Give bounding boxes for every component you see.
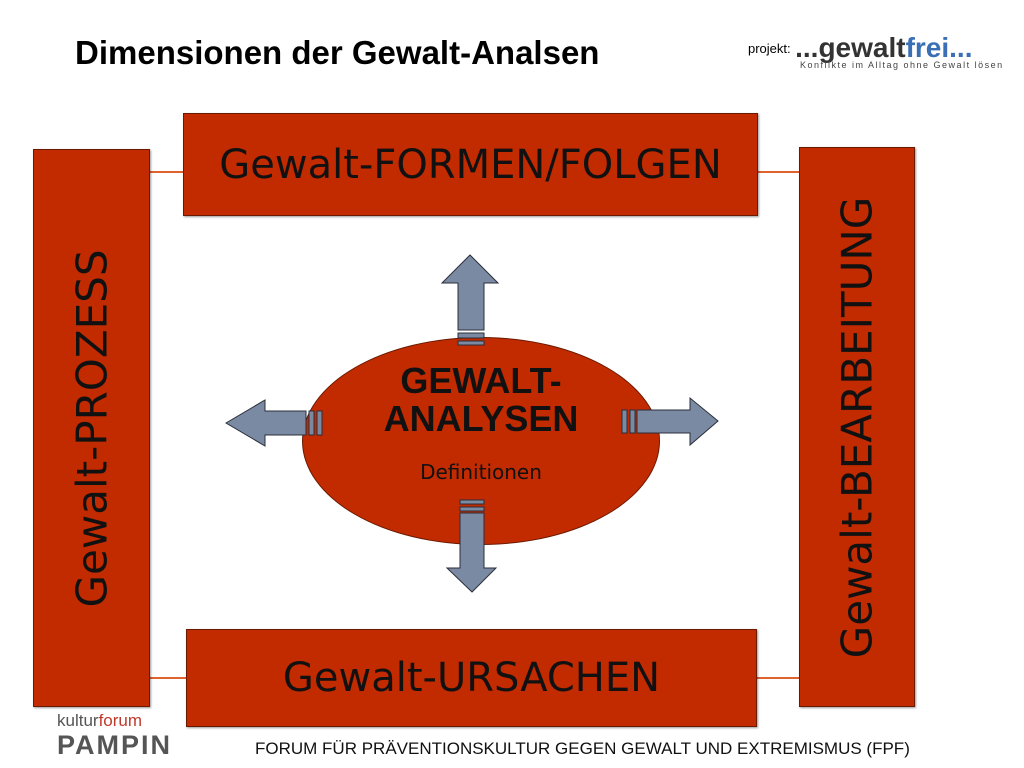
arrow-bar (459, 499, 485, 505)
arrow-bar (457, 332, 485, 339)
logo-word-gewalt: gewalt (818, 32, 906, 63)
arrow-bar (629, 409, 636, 434)
logo-tagline: Konflikte im Alltag ohne Gewalt lösen (800, 60, 1004, 70)
kulturforum-pampin-logo: kulturforum PAMPIN (57, 711, 173, 761)
logo-word-frei: frei (905, 32, 950, 63)
arrow-bar (316, 410, 323, 436)
box-label: Gewalt-FORMEN/FOLGEN (219, 141, 722, 188)
arrow-down-icon (445, 512, 498, 593)
logo-dots: ... (795, 32, 819, 63)
footer-text: FORUM FÜR PRÄVENTIONSKULTUR GEGEN GEWALT… (255, 739, 910, 758)
arrow-left-icon (225, 399, 307, 447)
box-formen-folgen: Gewalt-FORMEN/FOLGEN (183, 113, 758, 216)
box-label: Gewalt-URSACHEN (282, 655, 661, 701)
arrow-bar (457, 340, 485, 346)
logo-dots-end: ... (949, 32, 973, 63)
gewaltfrei-logo: projekt: ...gewaltfrei... Konflikte im A… (748, 32, 1004, 70)
arrow-bar (621, 409, 628, 434)
box-bearbeitung: Gewalt-BEARBEITUNG (799, 147, 915, 707)
arrow-up-icon (440, 254, 500, 331)
box-prozess: Gewalt-PROZESS (33, 149, 150, 707)
logo-forum: forum (98, 711, 143, 730)
arrow-bar (308, 410, 315, 436)
logo-kultur: kultur (57, 711, 99, 730)
center-line2: ANALYSEN (383, 398, 579, 439)
logo-pampin: PAMPIN (57, 730, 173, 760)
slide-title: Dimensionen der Gewalt-Analsen (75, 34, 600, 71)
box-ursachen: Gewalt-URSACHEN (186, 629, 757, 727)
logo-prefix: projekt: (748, 41, 791, 56)
center-line1: GEWALT- (400, 360, 562, 401)
center-subtitle: Definitionen (420, 460, 542, 484)
connector-line (149, 171, 183, 173)
arrow-right-icon (636, 396, 719, 447)
connector-line (149, 677, 186, 679)
arrow-bar (459, 506, 485, 512)
connector-line (756, 677, 799, 679)
connector-line (757, 171, 799, 173)
